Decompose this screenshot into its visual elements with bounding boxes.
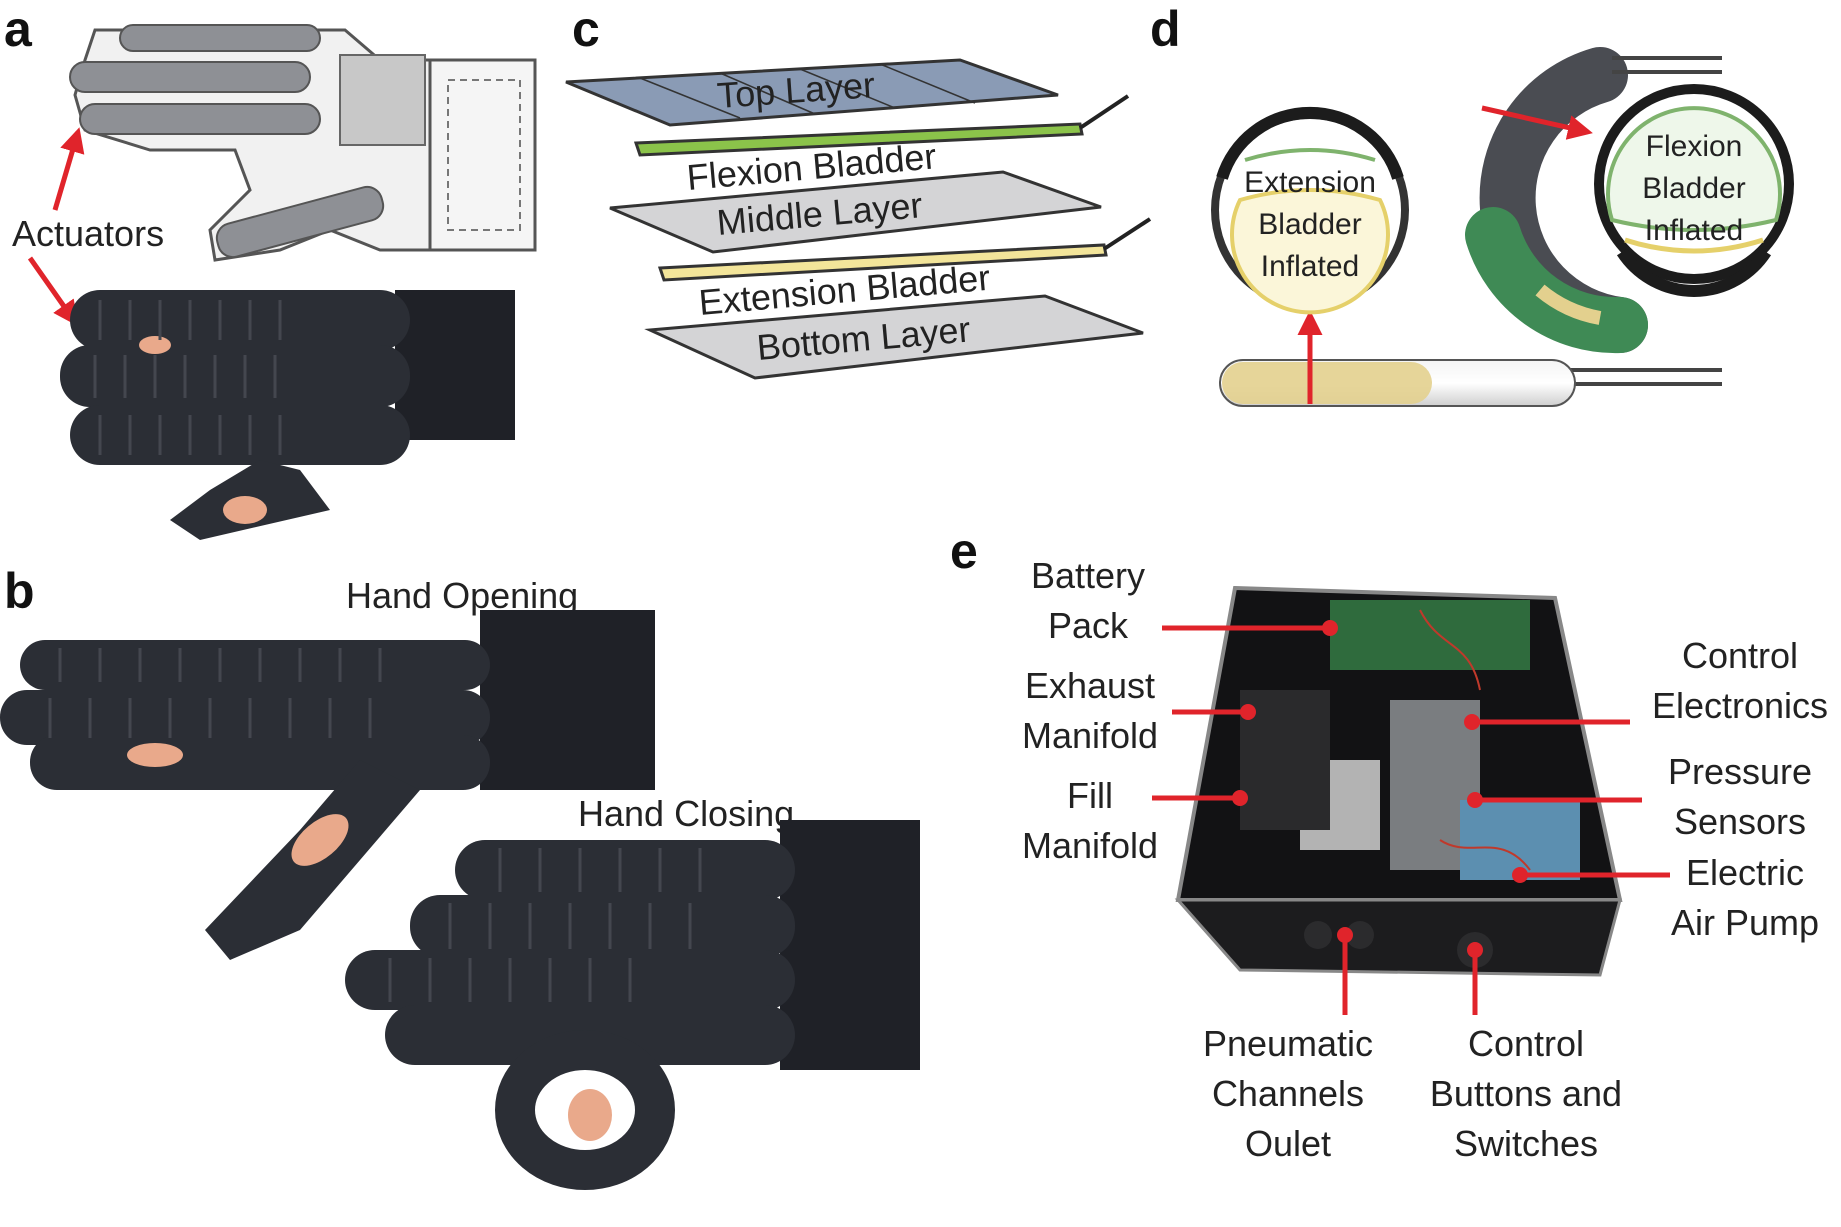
extension-line3: Inflated: [1261, 250, 1359, 283]
pneumatic-line2: Channels: [1212, 1073, 1364, 1114]
glove-photo-closing: [345, 820, 920, 1190]
panel-e: e Battery Pack Exhaust Manifold Fi: [950, 523, 1828, 1164]
glove-photo-opening: [0, 610, 655, 960]
extension-line2: Bladder: [1258, 208, 1361, 241]
exhaust-line2: Manifold: [1022, 715, 1158, 756]
exhaust-line1: Exhaust: [1025, 665, 1155, 706]
glove-photo-a: [60, 290, 515, 540]
curved-actuator: [1465, 47, 1722, 354]
actuators-arrow-upper: [52, 127, 85, 211]
buttons-line3: Switches: [1454, 1123, 1598, 1164]
panel-b-letter: b: [4, 563, 35, 619]
actuators-arrow-lower: [27, 256, 78, 327]
fill-dot: [1232, 790, 1248, 806]
pump-line1: Electric: [1686, 852, 1804, 893]
panel-c: c Top Layer Flexion Bladder Middle Layer…: [565, 1, 1152, 380]
flexion-cross-section: Flexion Bladder Inflated: [1594, 84, 1794, 297]
pneumatic-line1: Pneumatic: [1203, 1023, 1373, 1064]
pneumatic-dot: [1337, 927, 1353, 943]
hand-opening-label: Hand Opening: [346, 575, 578, 616]
flexion-arrow: [1481, 105, 1593, 140]
control-electronics-line2: Electronics: [1652, 685, 1828, 726]
buttons-dot: [1467, 942, 1483, 958]
fill-line2: Manifold: [1022, 825, 1158, 866]
panel-a-letter: a: [4, 1, 33, 57]
pressure-line1: Pressure: [1668, 751, 1812, 792]
control-box-photo: [1174, 585, 1623, 977]
glove-schematic: [69, 24, 537, 262]
actuators-label: Actuators: [12, 213, 164, 254]
control-electronics-dot: [1464, 714, 1480, 730]
layer-middle: Middle Layer: [609, 170, 1102, 254]
battery-line2: Pack: [1048, 605, 1129, 646]
panel-b: b Hand Opening Hand Closing: [0, 563, 920, 1190]
panel-d: d Extension Bladder Inflated: [1150, 1, 1794, 407]
layer-top: Top Layer: [565, 58, 1059, 127]
flexion-line3: Inflated: [1645, 214, 1743, 247]
flexion-line2: Bladder: [1642, 172, 1745, 205]
pressure-dot: [1467, 792, 1483, 808]
buttons-line2: Buttons and: [1430, 1073, 1622, 1114]
pump-dot: [1512, 867, 1528, 883]
panel-a: a Actuators: [4, 1, 537, 540]
control-electronics-line1: Control: [1682, 635, 1798, 676]
extension-cross-section: Extension Bladder Inflated: [1211, 106, 1409, 315]
straight-actuator: [1219, 359, 1722, 407]
fill-line1: Fill: [1067, 775, 1113, 816]
pump-line2: Air Pump: [1671, 902, 1819, 943]
panel-e-letter: e: [950, 523, 978, 579]
schematic-actuators: [69, 24, 426, 259]
pressure-line2: Sensors: [1674, 801, 1806, 842]
hand-closing-label: Hand Closing: [578, 793, 794, 834]
layer-bottom: Bottom Layer: [644, 294, 1144, 380]
panel-d-letter: d: [1150, 1, 1181, 57]
exhaust-dot: [1240, 704, 1256, 720]
battery-dot: [1322, 620, 1338, 636]
buttons-line1: Control: [1468, 1023, 1584, 1064]
battery-line1: Battery: [1031, 555, 1145, 596]
flexion-line1: Flexion: [1646, 130, 1743, 163]
panel-c-letter: c: [572, 1, 600, 57]
pneumatic-line3: Oulet: [1245, 1123, 1331, 1164]
extension-line1: Extension: [1244, 166, 1376, 199]
